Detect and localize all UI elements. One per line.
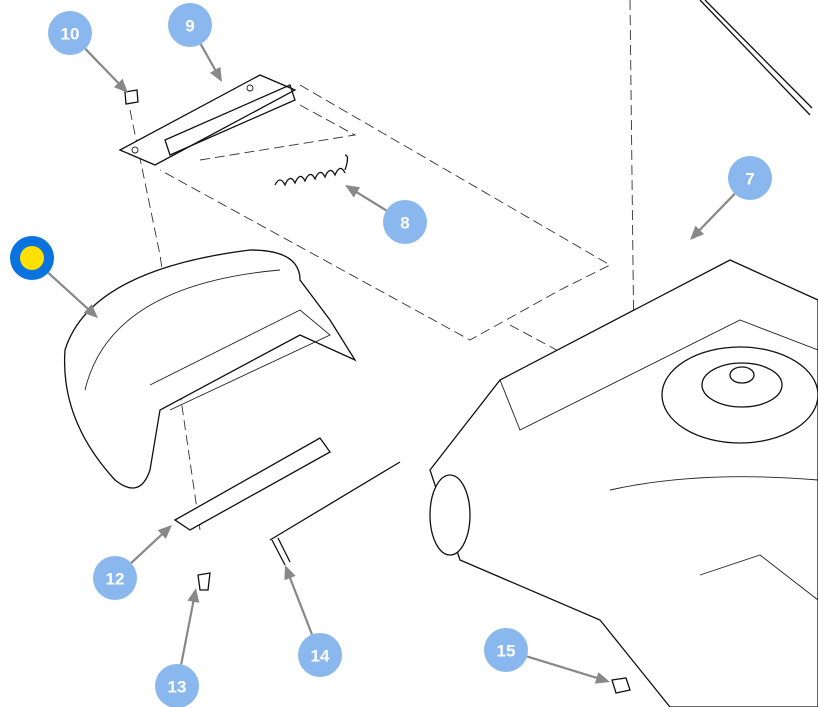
callout-9[interactable]: 9 bbox=[168, 3, 222, 82]
callout-number: 10 bbox=[61, 25, 80, 44]
callout-number: 14 bbox=[311, 647, 330, 666]
arrowhead-icon bbox=[83, 304, 98, 318]
callout-circle[interactable] bbox=[728, 156, 772, 200]
rod-part-14 bbox=[269, 461, 401, 566]
callout-12[interactable]: 12 bbox=[93, 525, 172, 600]
arrowhead-icon bbox=[187, 588, 200, 603]
callout-number: 12 bbox=[106, 570, 125, 589]
bracket-part-9 bbox=[118, 74, 297, 166]
callout-number: 9 bbox=[185, 17, 194, 36]
nut-part-15 bbox=[611, 677, 631, 694]
screw-part-13 bbox=[197, 572, 211, 591]
callout-10[interactable]: 10 bbox=[48, 11, 128, 93]
leader-line bbox=[288, 575, 314, 635]
callout-14[interactable]: 14 bbox=[284, 565, 342, 677]
callout-number: 7 bbox=[745, 170, 754, 189]
callout-number: 13 bbox=[168, 678, 187, 697]
callout-7[interactable]: 7 bbox=[690, 156, 772, 240]
bolt-part-10 bbox=[124, 89, 139, 105]
spring-part-8 bbox=[274, 154, 349, 187]
selected-marker-dot bbox=[20, 246, 44, 270]
arrowhead-icon bbox=[113, 78, 128, 93]
callout-8[interactable]: 8 bbox=[345, 185, 427, 244]
callout-15[interactable]: 15 bbox=[484, 628, 610, 684]
callout-selected[interactable] bbox=[10, 236, 98, 318]
leader-line bbox=[180, 599, 195, 665]
deflector-shield bbox=[63, 249, 357, 489]
callout-circle[interactable] bbox=[383, 200, 427, 244]
arrowhead-icon bbox=[690, 225, 705, 240]
callout-circle[interactable] bbox=[155, 664, 199, 707]
callout-circle[interactable] bbox=[93, 556, 137, 600]
callout-circle[interactable] bbox=[48, 11, 92, 55]
callout-number: 8 bbox=[400, 214, 409, 233]
callout-circle[interactable] bbox=[484, 628, 528, 672]
mower-deck bbox=[429, 0, 818, 707]
callout-circle[interactable] bbox=[298, 633, 342, 677]
leader-line bbox=[199, 43, 218, 73]
leader-line bbox=[354, 190, 387, 212]
arrowhead-icon bbox=[594, 672, 610, 684]
plate-part-12 bbox=[173, 437, 331, 531]
arrowhead-icon bbox=[284, 565, 296, 581]
leader-line bbox=[130, 532, 164, 564]
leader-line bbox=[526, 655, 599, 680]
leader-line bbox=[84, 48, 121, 86]
arrowhead-icon bbox=[209, 66, 222, 82]
arrowhead-icon bbox=[345, 185, 361, 198]
callout-13[interactable]: 13 bbox=[155, 588, 200, 707]
arrowhead-icon bbox=[157, 525, 172, 539]
leader-line bbox=[47, 271, 90, 311]
callout-circle[interactable] bbox=[168, 3, 212, 47]
callout-layer: 10 9 8 7 12 13 14 15 bbox=[10, 3, 772, 707]
leader-line bbox=[697, 193, 736, 233]
callout-number: 15 bbox=[497, 642, 516, 661]
